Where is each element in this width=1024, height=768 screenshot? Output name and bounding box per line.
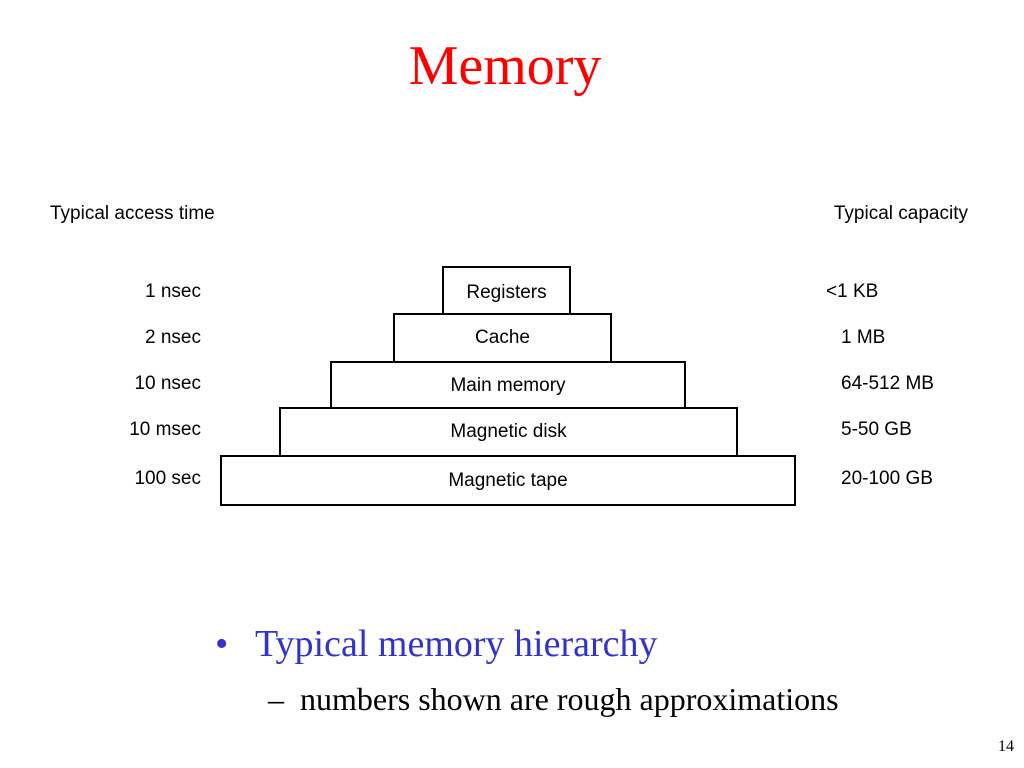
access-time-registers: 1 nsec (145, 281, 201, 302)
level-registers-label: Registers (466, 282, 547, 303)
capacity-header: Typical capacity (833, 203, 968, 224)
bullet-main-text: Typical memory hierarchy (255, 623, 658, 665)
access-time-header: Typical access time (50, 203, 215, 224)
capacity-registers: <1 KB (826, 281, 879, 302)
bullet-sub: –numbers shown are rough approximations (268, 680, 839, 718)
dash-symbol: – (268, 681, 284, 717)
access-time-magnetic-disk: 10 msec (129, 419, 201, 440)
bullet-sub-text: numbers shown are rough approximations (300, 681, 839, 717)
level-magnetic-tape: Magnetic tape (220, 455, 796, 506)
level-cache: Cache (393, 313, 612, 363)
bullet-main: • Typical memory hierarchy (215, 622, 658, 666)
level-cache-label: Cache (475, 327, 530, 348)
level-magnetic-tape-label: Magnetic tape (448, 469, 568, 491)
access-time-main-memory: 10 nsec (134, 373, 201, 394)
access-time-cache: 2 nsec (145, 327, 201, 348)
level-magnetic-disk-label: Magnetic disk (450, 421, 567, 442)
level-registers: Registers (442, 266, 571, 316)
capacity-cache: 1 MB (841, 327, 886, 348)
bullet-symbol: • (215, 623, 229, 665)
capacity-main-memory: 64-512 MB (841, 373, 934, 394)
page-number: 14 (998, 738, 1014, 755)
slide-title: Memory (408, 35, 602, 97)
level-main-memory: Main memory (330, 361, 686, 410)
access-time-magnetic-tape: 100 sec (134, 468, 201, 489)
level-main-memory-label: Main memory (450, 374, 566, 396)
level-magnetic-disk: Magnetic disk (279, 407, 738, 457)
capacity-magnetic-disk: 5-50 GB (841, 419, 912, 440)
capacity-magnetic-tape: 20-100 GB (841, 468, 933, 489)
